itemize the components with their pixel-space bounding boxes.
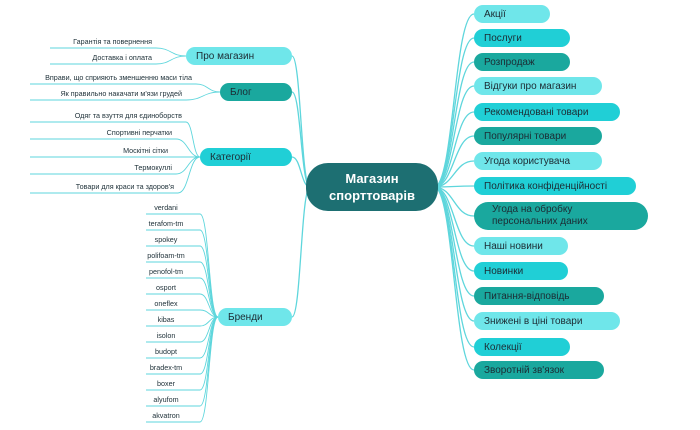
leaf-brand[interactable]: akvatron xyxy=(152,410,180,420)
topic-sale[interactable]: Розпродаж xyxy=(474,53,570,71)
connector xyxy=(433,186,475,247)
connector xyxy=(433,111,475,188)
leaf-brand[interactable]: alyufom xyxy=(153,394,179,404)
topic-our-news[interactable]: Наші новини xyxy=(474,237,568,255)
leaf-mosquito-nets[interactable]: Москітні сітки xyxy=(123,145,168,155)
connector xyxy=(177,156,201,194)
topic-discounted-products[interactable]: Знижені в ціні товари xyxy=(474,312,620,330)
topic-services[interactable]: Послуги xyxy=(474,29,570,47)
leaf-martial-arts-apparel[interactable]: Одяг та взуття для єдиноборств xyxy=(74,110,182,120)
connector xyxy=(433,85,475,188)
connector xyxy=(291,186,311,318)
connector xyxy=(433,61,475,188)
topic-categories[interactable]: Категорії xyxy=(200,148,292,166)
leaf-brand[interactable]: polifoam-tm xyxy=(147,250,185,260)
topic-recommended-products[interactable]: Рекомендовані товари xyxy=(474,103,620,121)
connector xyxy=(199,277,219,318)
leaf-brand[interactable]: boxer xyxy=(157,378,175,388)
topic-about-store[interactable]: Про магазин xyxy=(186,47,292,65)
topic-blog[interactable]: Блог xyxy=(220,83,292,101)
connector xyxy=(175,138,201,158)
leaf-warranty-returns[interactable]: Гарантія та повернення xyxy=(73,36,152,46)
connector xyxy=(195,83,221,93)
connector xyxy=(199,316,219,423)
leaf-brand[interactable]: bradex-tm xyxy=(149,362,183,372)
connector xyxy=(199,293,219,318)
leaf-weight-loss-exercises[interactable]: Вправи, що сприяють зменшенню маси тіла xyxy=(45,72,192,82)
leaf-brand[interactable]: budopt xyxy=(155,346,177,356)
connector xyxy=(433,135,475,188)
connector xyxy=(185,91,221,101)
connector xyxy=(199,261,219,318)
topic-faq[interactable]: Питання-відповідь xyxy=(474,287,604,305)
connector xyxy=(433,186,475,322)
connector xyxy=(433,37,475,188)
connector xyxy=(185,121,201,158)
leaf-delivery-payment[interactable]: Доставка і оплата xyxy=(92,52,152,62)
leaf-brand[interactable]: terafom-tm xyxy=(148,218,184,228)
topic-collections[interactable]: Колекції xyxy=(474,338,570,356)
topic-privacy-policy[interactable]: Політика конфіденційності xyxy=(474,177,636,195)
connector xyxy=(155,55,187,65)
leaf-brand[interactable]: isolon xyxy=(156,330,176,340)
topic-promotions[interactable]: Акції xyxy=(474,5,550,23)
connector xyxy=(155,47,187,57)
leaf-brand[interactable]: oneflex xyxy=(154,298,178,308)
connector xyxy=(433,186,475,348)
connector xyxy=(433,186,475,371)
topic-popular-products[interactable]: Популярні товари xyxy=(474,127,602,145)
leaf-chest-muscle-training[interactable]: Як правильно накачати м'язи грудей xyxy=(60,88,182,98)
connector xyxy=(199,229,219,318)
connector xyxy=(175,156,201,175)
central-topic[interactable]: Магазин спорттоварів xyxy=(306,163,438,211)
leaf-brand[interactable]: osport xyxy=(156,282,176,292)
topic-store-reviews[interactable]: Відгуки про магазин xyxy=(474,77,602,95)
leaf-sport-gloves[interactable]: Спортивні перчатки xyxy=(106,127,172,137)
leaf-brand[interactable]: kibas xyxy=(157,314,175,324)
topic-feedback[interactable]: Зворотній зв'язок xyxy=(474,361,604,379)
leaf-thermocups[interactable]: Термокуллі xyxy=(134,162,172,172)
topic-brands[interactable]: Бренди xyxy=(218,308,292,326)
connector xyxy=(433,186,475,272)
topic-data-processing-agreement[interactable]: Угода на обробку персональних даних xyxy=(474,202,648,230)
connector xyxy=(433,160,475,188)
connector xyxy=(199,213,219,318)
connector xyxy=(199,316,219,391)
topic-user-agreement[interactable]: Угода користувача xyxy=(474,152,602,170)
connector xyxy=(291,55,311,188)
leaf-brand[interactable]: spokey xyxy=(154,234,178,244)
leaf-beauty-health[interactable]: Товари для краси та здоров'я xyxy=(75,181,174,191)
leaf-brand[interactable]: penofol-tm xyxy=(149,266,183,276)
topic-new-arrivals[interactable]: Новинки xyxy=(474,262,568,280)
leaf-brand[interactable]: verdani xyxy=(154,202,178,212)
